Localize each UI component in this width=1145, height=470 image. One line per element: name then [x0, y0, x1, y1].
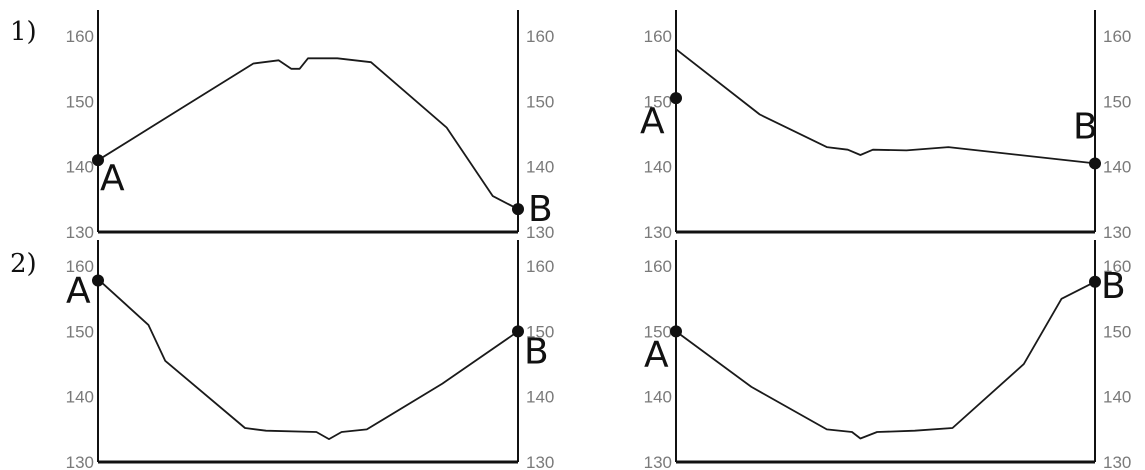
y-tick-right: 160	[526, 257, 554, 276]
y-tick-right: 140	[1103, 158, 1131, 177]
y-tick-left: 140	[66, 158, 94, 177]
panel-row2-left: 160 160 150 150 140 140 130 130 A B	[66, 240, 554, 470]
y-tick-right: 130	[526, 453, 554, 470]
point-a-marker	[670, 92, 682, 105]
y-tick-left: 160	[66, 257, 94, 276]
y-tick-left: 150	[66, 322, 94, 341]
point-b-label: B	[1101, 266, 1126, 307]
y-tick-left: 130	[644, 453, 672, 470]
elevation-profile-line	[97, 278, 519, 440]
y-tick-left: 150	[66, 92, 94, 111]
y-tick-left: 150	[644, 92, 672, 111]
row-label-1: 1)	[10, 17, 37, 47]
y-tick-right: 130	[526, 223, 554, 242]
point-a-marker	[92, 154, 104, 167]
elevation-profile-line	[675, 280, 1096, 440]
y-tick-right: 150	[1103, 322, 1131, 341]
point-a-label: A	[66, 270, 91, 311]
panel-row1-right: 160 160 150 150 140 140 130 130 A B	[640, 10, 1131, 242]
y-tick-left: 160	[644, 27, 672, 46]
point-b-marker	[1089, 275, 1101, 288]
y-tick-right: 150	[526, 322, 554, 341]
point-b-marker	[512, 203, 524, 216]
y-tick-left: 140	[66, 388, 94, 407]
y-tick-left: 160	[644, 257, 672, 276]
point-b-marker	[512, 325, 524, 338]
elevation-profile-line	[675, 48, 1096, 165]
y-tick-right: 160	[1103, 27, 1131, 46]
y-tick-left: 150	[644, 322, 672, 341]
point-a-marker	[670, 325, 682, 338]
elevation-profile-line	[97, 57, 519, 210]
y-tick-right: 160	[1103, 257, 1131, 276]
y-tick-left: 130	[66, 453, 94, 470]
y-tick-right: 130	[1103, 453, 1131, 470]
y-tick-left: 160	[66, 27, 94, 46]
y-tick-right: 140	[526, 158, 554, 177]
point-b-label: B	[524, 331, 549, 372]
point-b-label: B	[1073, 106, 1098, 147]
y-tick-left: 140	[644, 158, 672, 177]
y-tick-right: 130	[1103, 223, 1131, 242]
y-tick-left: 130	[644, 223, 672, 242]
point-a-label: A	[644, 334, 669, 375]
row-label-2: 2)	[10, 249, 37, 279]
y-tick-left: 140	[644, 388, 672, 407]
y-tick-right: 150	[1103, 92, 1131, 111]
point-b-label: B	[528, 189, 553, 230]
y-tick-right: 160	[526, 27, 554, 46]
point-a-label: A	[100, 158, 125, 199]
panel-row1-left: 160 160 150 150 140 140 130 130 A B	[66, 10, 554, 242]
panel-row2-right: 160 160 150 150 140 140 130 130 A B	[644, 240, 1131, 470]
y-tick-left: 130	[66, 223, 94, 242]
y-tick-right: 140	[526, 388, 554, 407]
y-tick-right: 150	[526, 92, 554, 111]
y-tick-right: 140	[1103, 388, 1131, 407]
point-a-label: A	[640, 101, 665, 142]
point-b-marker	[1089, 157, 1101, 170]
point-a-marker	[92, 274, 104, 287]
